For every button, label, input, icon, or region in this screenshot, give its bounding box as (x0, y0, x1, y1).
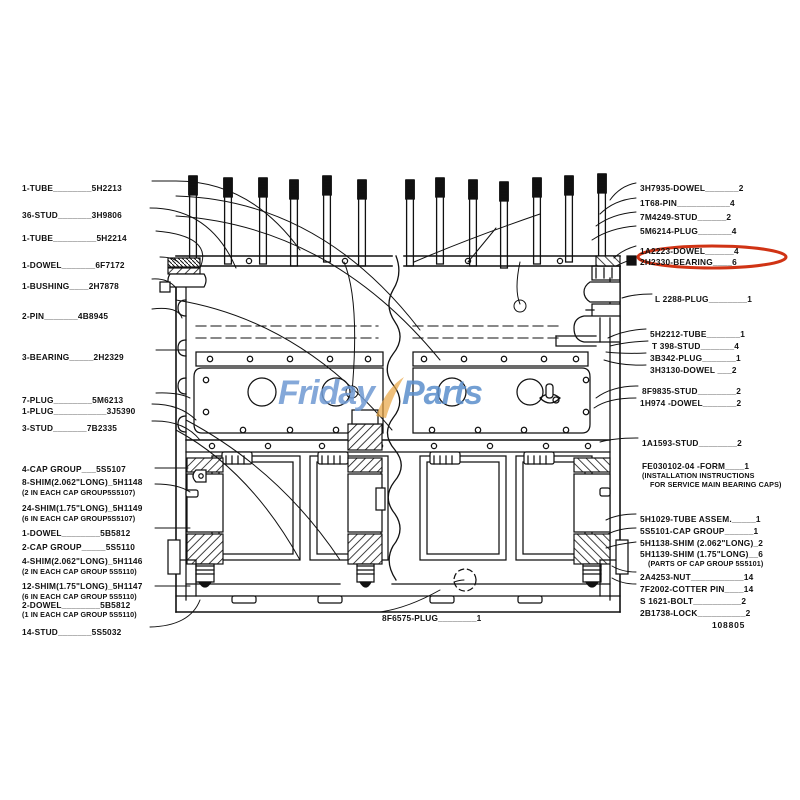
cylinder-head-studs (188, 173, 607, 269)
callout-highlighted-bearing: 2H2330-BEARING____6 (640, 257, 737, 267)
callout-right_cap_group_block-g3: 5H1138-SHIM (2.062"LONG)_2 (640, 538, 764, 548)
callout-right_cap_group_block-g9: 2B1738-LOCK__________2 (640, 608, 751, 618)
callout-left_labels-l4: 1-DOWEL_______6F7172 (22, 260, 125, 270)
callout-right_labels-r1: 3H7935-DOWEL_______2 (640, 183, 744, 193)
callout-left_labels-l5: 1-BUSHING____2H7878 (22, 281, 119, 291)
callout-left_labels-l8: 7-PLUG________5M6213 (22, 395, 124, 405)
callout-left_cap_group_block-c5: (6 IN EACH CAP GROUP5S5107) (22, 514, 136, 523)
callout-right_cap_group_block-g7: 7F2002-COTTER PIN____14 (640, 584, 754, 594)
callout-left_cap_group_block-c1: 4-CAP GROUP___5S5107 (22, 464, 126, 474)
callout-left_cap_group_block-c4: 24-SHIM(1.75"LONG)_5H1149 (22, 503, 143, 513)
callout-right_cap_group_block-g5: (PARTS OF CAP GROUP 5S5101) (648, 559, 764, 568)
callout-left_cap_group_block-c8: 4-SHIM(2.062"LONG)_5H1146 (22, 556, 143, 566)
callout-right_labels-r9: T 398-STUD_______4 (652, 341, 740, 351)
callout-right_labels-r13: 1H974 -DOWEL_______2 (640, 398, 742, 408)
callout-left_labels-l10: 3-STUD_______7B2335 (22, 423, 118, 433)
callout-left_cap_group_block-c2: 8-SHIM(2.062"LONG)_5H1148 (22, 477, 143, 487)
callout-left_cap_group_block-c9: (2 IN EACH CAP GROUP 5S5110) (22, 567, 137, 576)
rail-bolt-holes-right (420, 355, 590, 434)
callout-bottom_labels-b1: 8F6575-PLUG________1 (382, 613, 482, 623)
highlight-ellipse (636, 244, 788, 270)
callout-left_cap_group_block-c13: (1 IN EACH CAP GROUP 5S5110) (22, 610, 137, 619)
callout-left_cap_group_block-c10: 12-SHIM(1.75"LONG)_5H1147 (22, 581, 143, 591)
callout-right_labels-r7: L 2288-PLUG________1 (655, 294, 753, 304)
callout-left_cap_group_block-c3: (2 IN EACH CAP GROUP5S5107) (22, 488, 136, 497)
callout-left_labels-l1: 1-TUBE________5H2213 (22, 183, 122, 193)
callout-left_cap_group_block-c7: 2-CAP GROUP_____5S5110 (22, 542, 136, 552)
left-dowel-bushing-assembly (159, 257, 207, 301)
pan-rail-holes (208, 442, 592, 450)
callout-right_form_block-f1: FE030102-04 -FORM____1 (642, 461, 750, 471)
right-bearing-plug-assembly (583, 255, 621, 321)
callout-left_labels-l6: 2-PIN_______4B8945 (22, 311, 109, 321)
callout-right_labels-r8: 5H2212-TUBE_______1 (650, 329, 746, 339)
callout-right_labels-r4: 5M6214-PLUG_______4 (640, 226, 737, 236)
callout-right_labels-r2: 1T68-PIN___________4 (640, 198, 735, 208)
callout-right_cap_group_block-g1: 5H1029-TUBE ASSEM._____1 (640, 514, 761, 524)
callout-right_labels-r10: 3B342-PLUG_______1 (650, 353, 741, 363)
callout-right_labels-r3: 7M4249-STUD______2 (640, 212, 732, 222)
callout-right_cap_group_block-g4: 5H1139-SHIM (1.75"LONG)__6 (640, 549, 764, 559)
callout-left_labels-l2: 36-STUD_______3H9806 (22, 210, 122, 220)
callout-right_labels-r12: 8F9835-STUD________2 (642, 386, 742, 396)
callout-right_labels-r5: 1A2223-DOWEL______4 (640, 246, 739, 256)
callout-left_cap_group_block-c12: 2-DOWEL________5B5812 (22, 600, 131, 610)
callout-left_labels-l7: 3-BEARING_____2H2329 (22, 352, 124, 362)
callout-left_labels-l3: 1-TUBE_________5H2214 (22, 233, 127, 243)
callout-left_labels-l9: 1-PLUG___________3J5390 (22, 406, 136, 416)
callout-right_form_block-f3: FOR SERVICE MAIN BEARING CAPS) (650, 480, 782, 489)
callout-right_labels-r11: 3H3130-DOWEL ___2 (650, 365, 737, 375)
callout-left_cap_group_block-c11: (6 IN EACH CAP GROUP 5S5110) (22, 592, 137, 601)
cap-bolt-sections (185, 457, 611, 588)
main-bearing-caps (211, 451, 593, 561)
leader-lines (149, 180, 653, 628)
callout-right_form_block-f2: (INSTALLATION INSTRUCTIONS (642, 471, 755, 480)
callout-right_cap_group_block-g8: S 1621-BOLT__________2 (640, 596, 747, 606)
drawing-number: 108805 (712, 620, 746, 630)
callout-right_labels-r14: 1A1593-STUD________2 (642, 438, 742, 448)
callout-left_cap_group_block-c6: 1-DOWEL________5B5812 (22, 528, 131, 538)
callout-right_cap_group_block-g6: 2A4253-NUT___________14 (640, 572, 754, 582)
callout-right_cap_group_block-g2: 5S5101-CAP GROUP______1 (640, 526, 759, 536)
callout-left_cap_group_block-c14: 14-STUD_______5S5032 (22, 627, 122, 637)
